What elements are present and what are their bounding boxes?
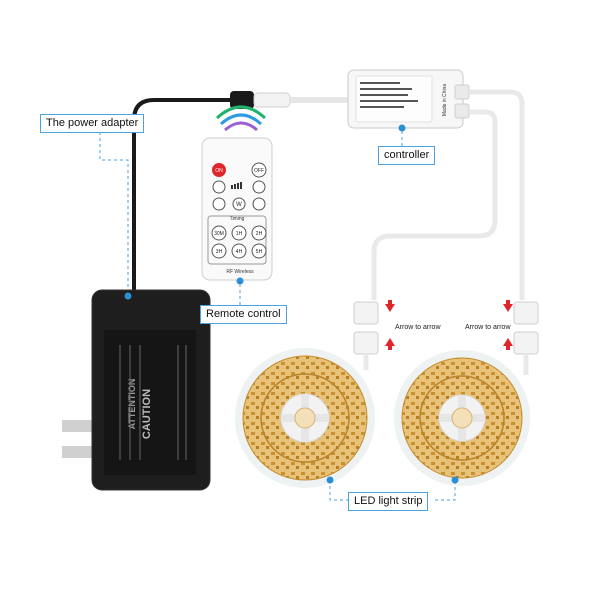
arrow-to-arrow-right: Arrow to arrow	[465, 324, 511, 331]
dc-plug-white	[254, 93, 290, 107]
timer-1h: 1H	[236, 231, 243, 237]
timer-5h: 5H	[256, 249, 263, 255]
remote-control: ON OFF W Timing 30M 1H 2H 3H 4H 5H RF Wi…	[202, 107, 272, 280]
callout-power-adapter: The power adapter	[40, 114, 144, 133]
callout-led-strip: LED light strip	[348, 492, 428, 511]
left-connector	[354, 302, 378, 370]
timer-3h: 3H	[216, 249, 223, 255]
remote-footer: RF Wireless	[226, 269, 254, 275]
timer-30m: 30M	[214, 231, 224, 237]
led-reel-left	[235, 348, 375, 488]
right-connector	[514, 302, 538, 375]
adapter-attention: ATTENTION	[127, 379, 137, 430]
remote-on-button: ON	[215, 168, 223, 174]
remote-off-button: OFF	[254, 168, 264, 174]
adapter-caution: CAUTION	[141, 389, 153, 439]
led-reel-right	[394, 350, 530, 486]
power-adapter: CAUTION ATTENTION	[62, 290, 210, 490]
remote-timing-label: Timing	[230, 216, 245, 222]
callout-remote-control: Remote control	[200, 305, 287, 324]
controller-box: Made in China	[348, 70, 469, 128]
timer-2h: 2H	[256, 231, 263, 237]
controller-made-in: Made in China	[442, 84, 448, 116]
remote-w-button: W	[236, 202, 242, 208]
timer-4h: 4H	[236, 249, 243, 255]
right-output-cable	[374, 112, 495, 300]
arrow-to-arrow-left: Arrow to arrow	[395, 324, 441, 331]
callout-controller: controller	[378, 146, 435, 165]
